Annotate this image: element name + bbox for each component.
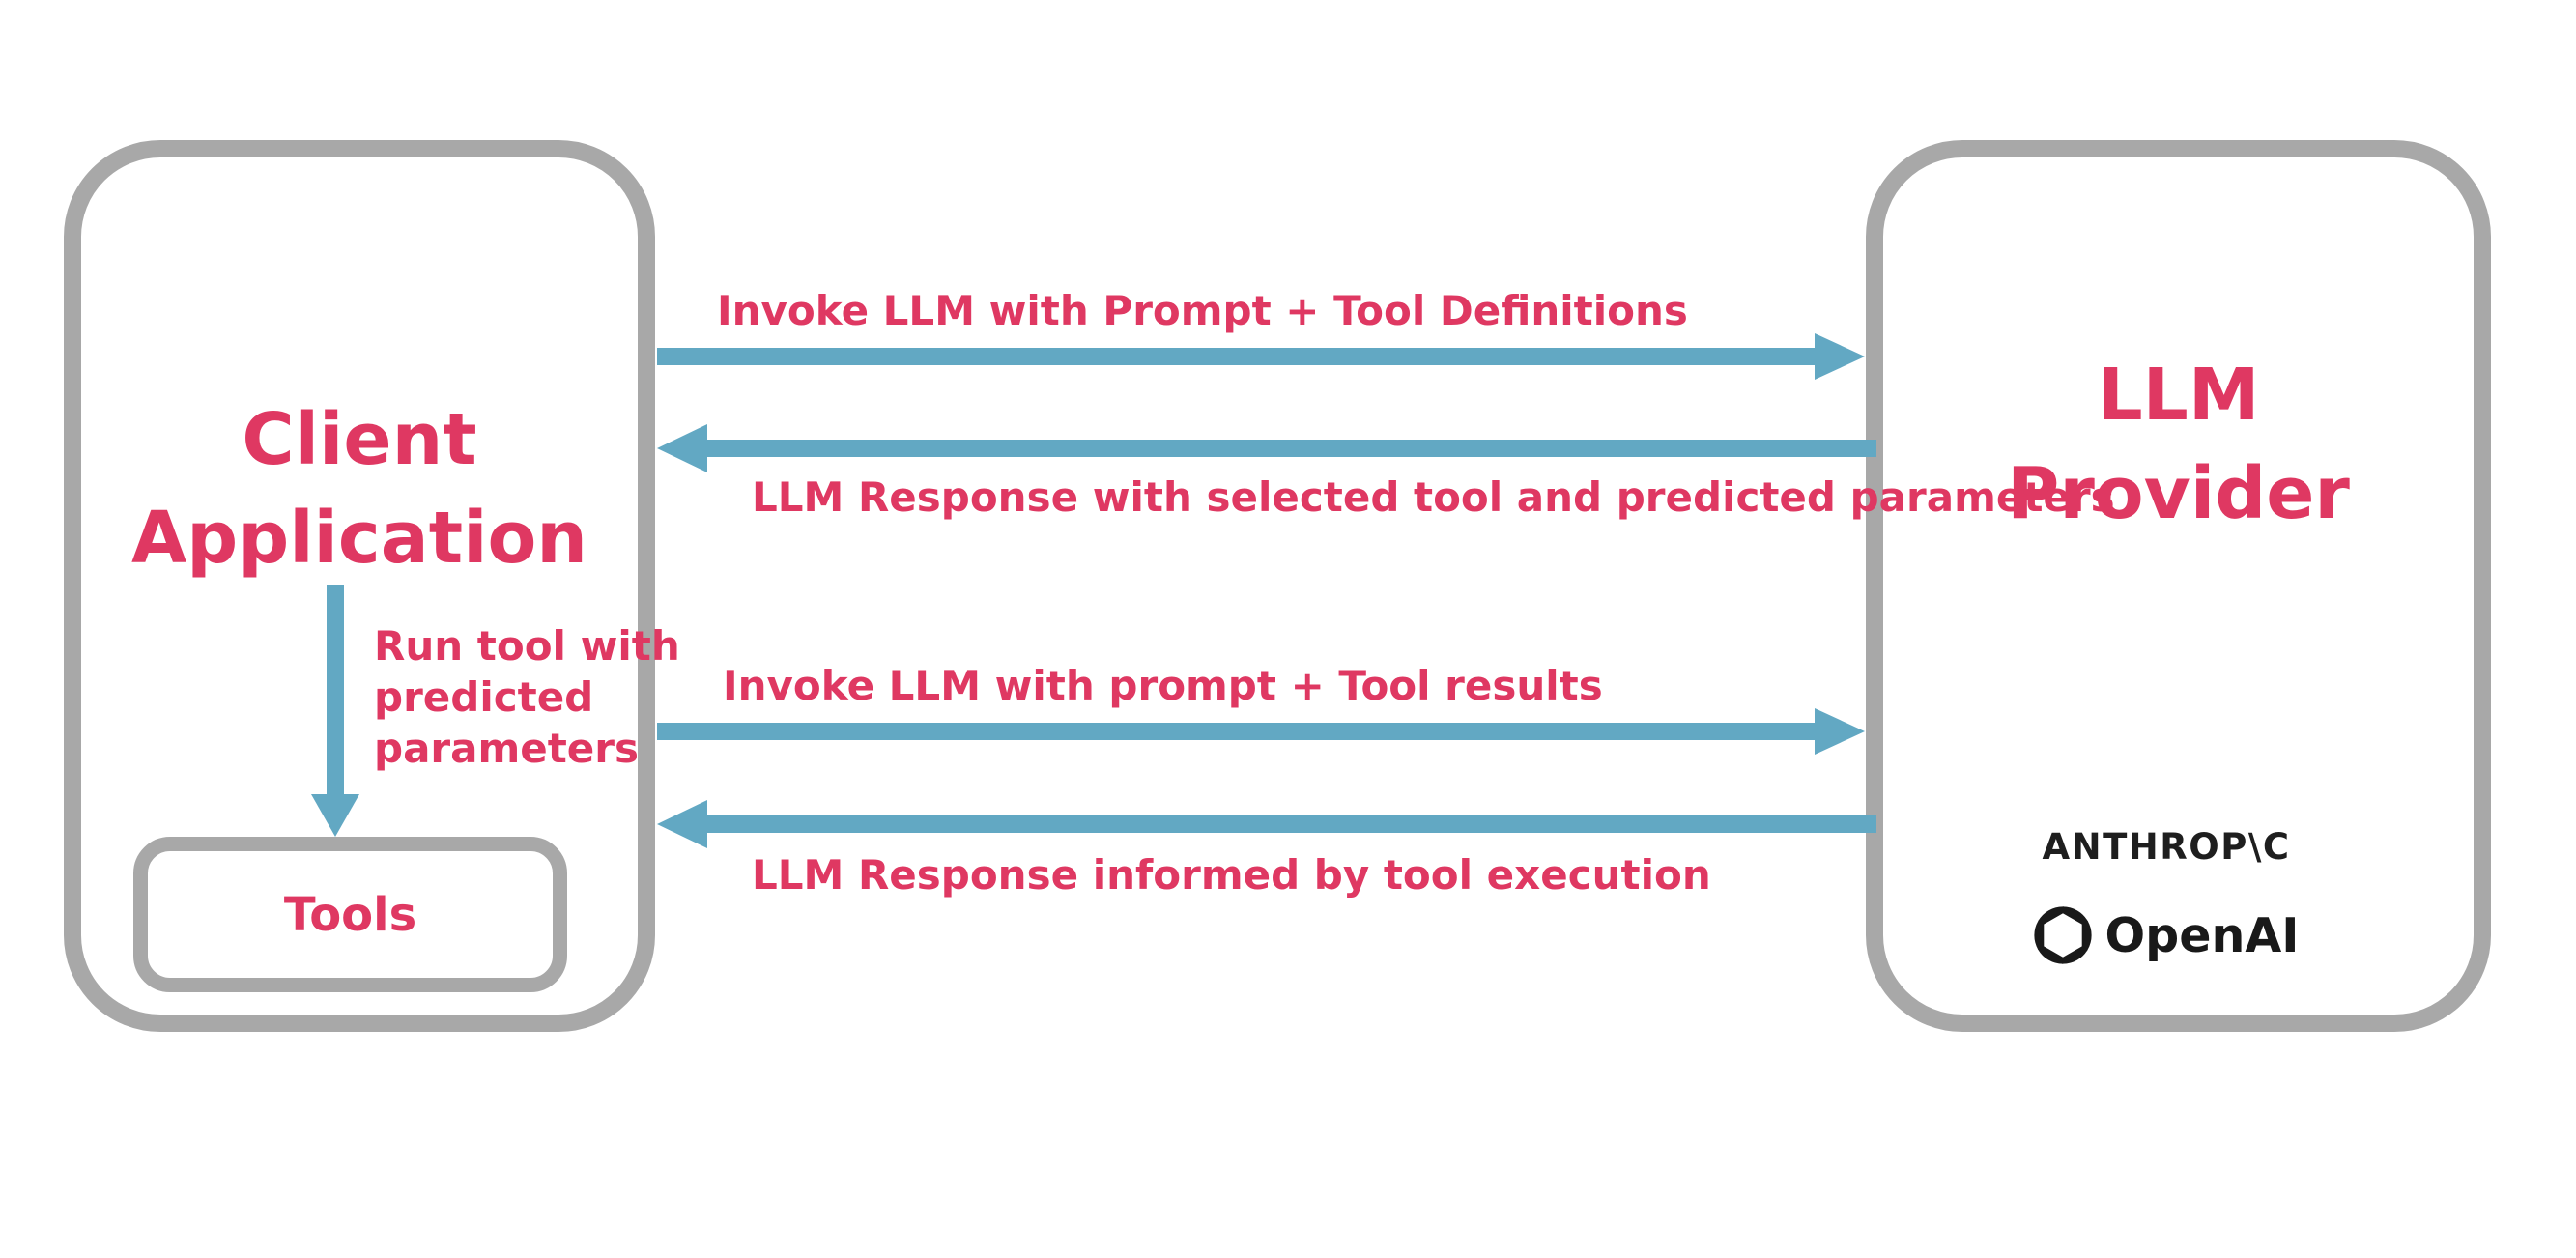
client-title-line2: Application [130, 497, 587, 580]
arrow-invoke-definitions-head-icon [1815, 333, 1865, 380]
run-tool-label-line2: predicted [374, 673, 594, 721]
run-tool-arrow-shaft [327, 585, 344, 794]
arrow-response-selected-shaft [707, 440, 1876, 457]
client-application-title: Client Application [64, 390, 655, 587]
arrow-label-invoke-results: Invoke LLM with prompt + Tool results [723, 662, 1603, 709]
provider-title-line1: LLM [2097, 354, 2260, 437]
arrow-invoke-results-shaft [657, 723, 1815, 740]
arrow-invoke-definitions-shaft [657, 348, 1815, 365]
run-tool-label: Run tool with predicted parameters [374, 620, 680, 774]
tools-box: Tools [133, 837, 567, 992]
arrow-response-selected-head-icon [657, 424, 707, 472]
client-title-line1: Client [242, 398, 477, 481]
anthropic-logo-text: ANTHROP\C [2042, 826, 2291, 868]
openai-logo: OpenAI [1992, 901, 2340, 970]
arrow-invoke-results-head-icon [1815, 708, 1865, 755]
arrow-label-response-selected: LLM Response with selected tool and pred… [752, 473, 2115, 521]
openai-flower-icon [2034, 906, 2093, 964]
run-tool-label-line1: Run tool with [374, 622, 680, 670]
arrow-label-invoke-definitions: Invoke LLM with Prompt + Tool Definition… [717, 287, 1688, 334]
arrow-response-informed-head-icon [657, 800, 707, 848]
arrow-label-response-informed: LLM Response informed by tool execution [752, 851, 1711, 899]
run-tool-arrow-head-icon [311, 794, 359, 837]
tools-label: Tools [283, 887, 417, 942]
openai-logo-text: OpenAI [2104, 907, 2300, 963]
llm-provider-box [1866, 140, 2491, 1032]
arrow-response-informed-shaft [707, 815, 1876, 833]
llm-provider-title: LLM Provider [1866, 346, 2491, 543]
provider-title-line2: Provider [2007, 452, 2350, 535]
run-tool-label-line3: parameters [374, 725, 639, 772]
